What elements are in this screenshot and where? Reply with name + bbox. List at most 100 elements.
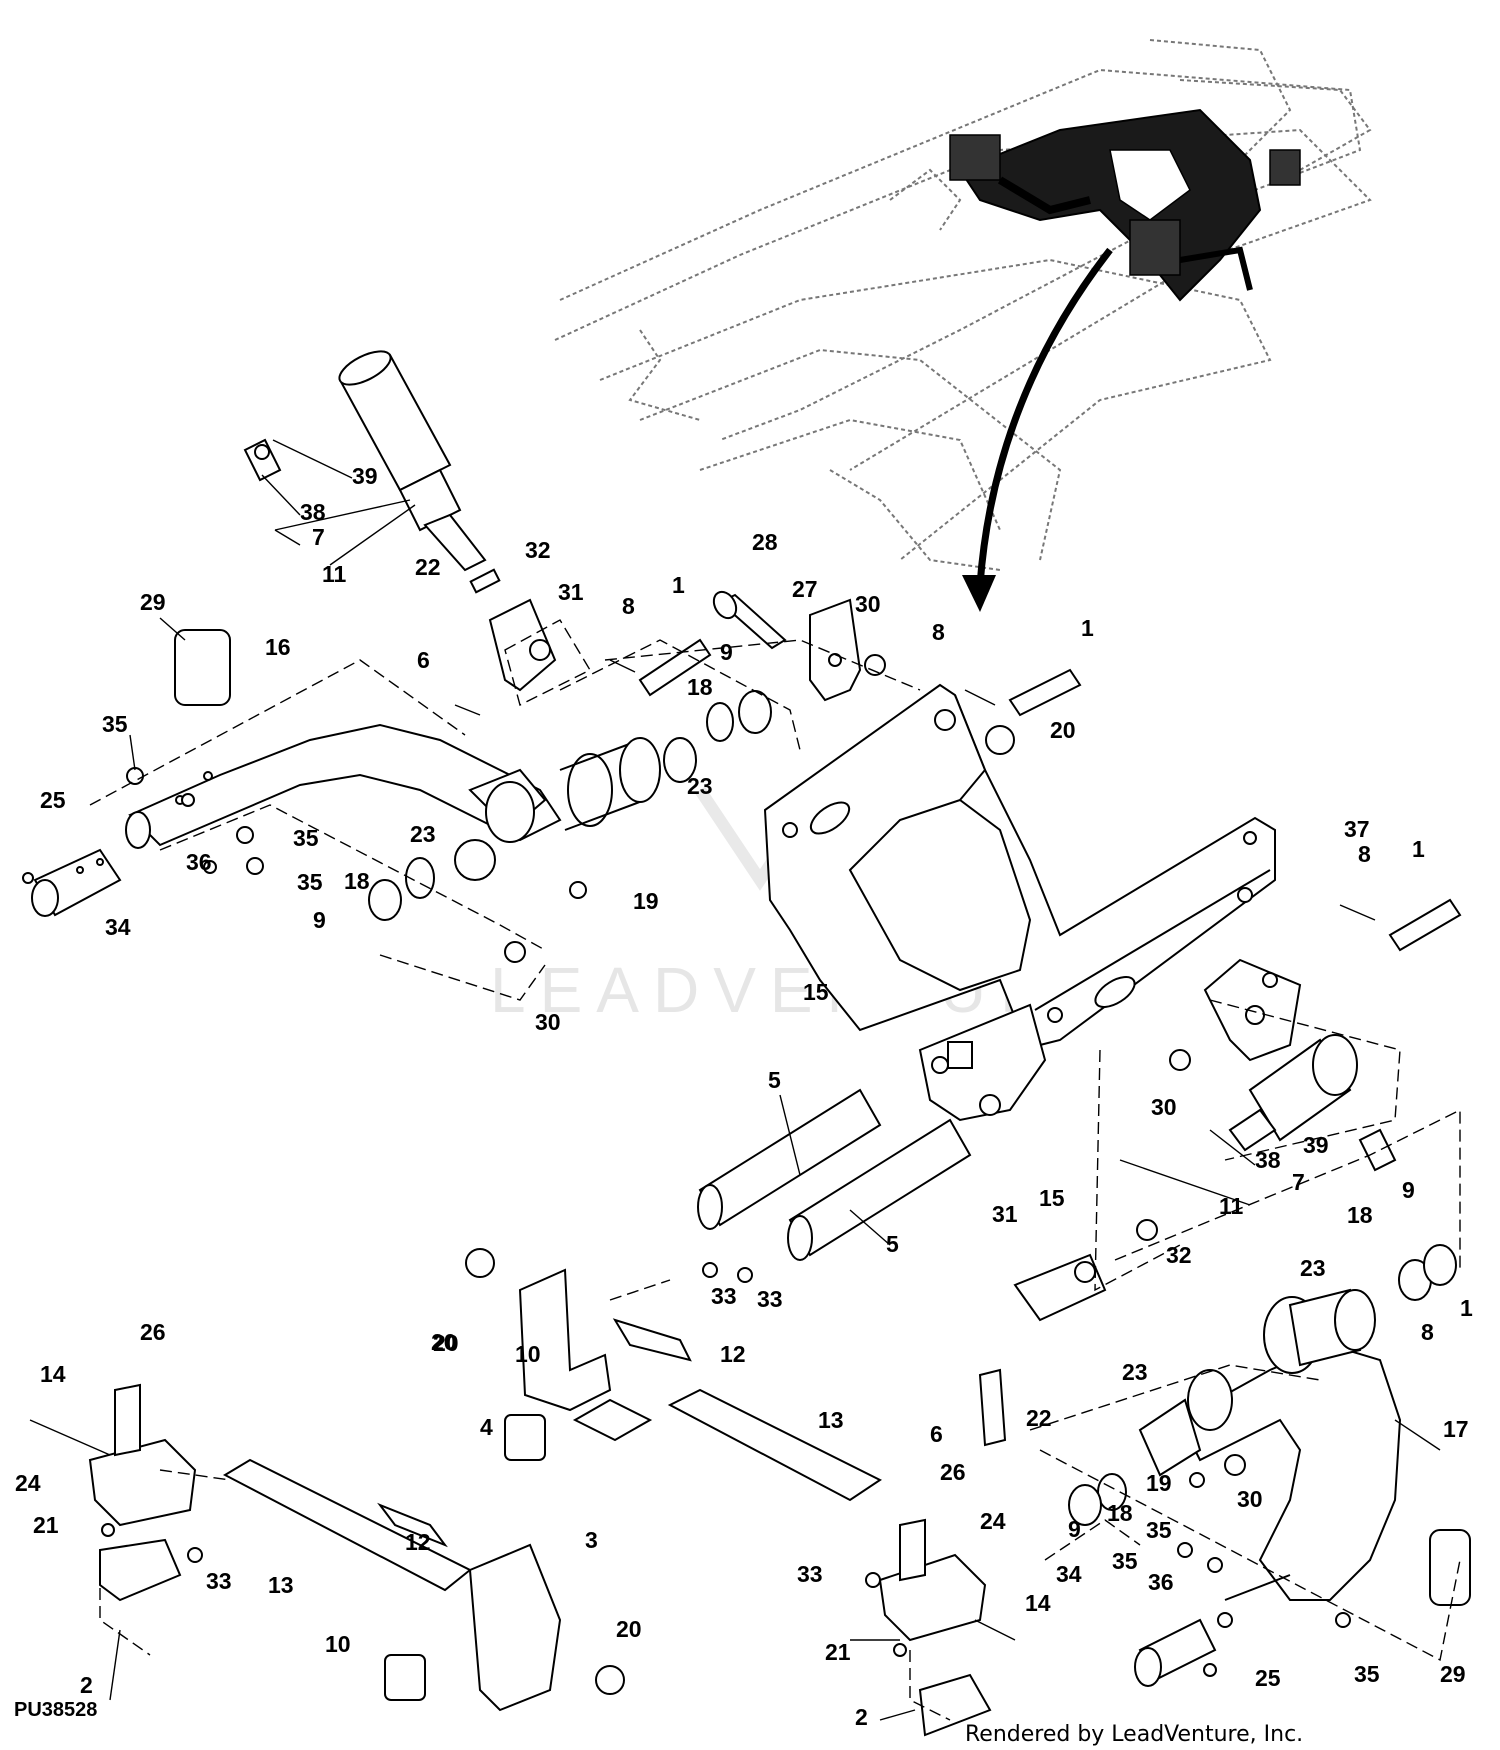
callout-label: 25	[40, 787, 66, 813]
left-pins	[609, 638, 1462, 952]
callout-label: 8	[622, 593, 635, 619]
callout-label: 9	[720, 639, 733, 665]
callout-label: 3	[585, 1527, 598, 1553]
callout-label: 29	[140, 589, 166, 615]
callout-label: 34	[1056, 1561, 1082, 1587]
callout-label: 7	[312, 524, 325, 550]
leader-lines	[109, 439, 1441, 1721]
callout-labels: 1 1 1 1 2 2 3 4 5 5 6 6 7 7 8 8 8 8 9 9 …	[15, 463, 1473, 1730]
frame-overview-inset	[554, 39, 1372, 571]
callout-label: 36	[1148, 1569, 1174, 1595]
callout-label: 36	[186, 849, 212, 875]
callout-label: 8	[1358, 841, 1371, 867]
callout-label: 1	[1412, 836, 1425, 862]
callout-label: 31	[992, 1201, 1018, 1227]
callout-label: 20	[1050, 717, 1076, 743]
callout-label: 35	[1112, 1548, 1138, 1574]
callout-label: 23	[410, 821, 436, 847]
callout-label: 2	[855, 1704, 868, 1730]
callout-label: 23	[1122, 1359, 1148, 1385]
callout-label: 1	[672, 572, 685, 598]
callout-label: 20	[431, 1329, 457, 1355]
drawbar-ends	[29, 1383, 1016, 1737]
callout-label: 14	[40, 1361, 66, 1387]
callout-label: 23	[1300, 1255, 1326, 1281]
left-bolt-28	[712, 590, 787, 650]
callout-label: 8	[1421, 1319, 1434, 1345]
left-lift-cylinder	[243, 350, 487, 572]
callout-label: 20	[433, 1330, 459, 1356]
callout-label: 9	[1402, 1177, 1415, 1203]
callout-label: 22	[1026, 1405, 1052, 1431]
callout-label: 18	[344, 868, 370, 894]
callout-label: 38	[300, 499, 326, 525]
callout-label: 29	[1440, 1661, 1466, 1687]
callout-label: 30	[1237, 1486, 1263, 1512]
callout-label: 18	[1347, 1202, 1373, 1228]
drawbar-tubes	[222, 1388, 882, 1592]
callout-label: 6	[930, 1421, 943, 1447]
callout-label: 4	[480, 1414, 493, 1440]
callout-label: 5	[886, 1231, 899, 1257]
callout-label: 26	[940, 1459, 966, 1485]
callout-label: 2	[80, 1672, 93, 1698]
callout-label: 24	[15, 1470, 41, 1496]
callout-label: 35	[1146, 1517, 1172, 1543]
callout-label: 26	[140, 1319, 166, 1345]
assembly-dashed-lines	[89, 619, 1461, 1721]
left-bracket-27	[809, 598, 862, 702]
callout-label: 38	[1255, 1147, 1281, 1173]
callout-label: 16	[265, 634, 291, 660]
callout-label: 25	[1255, 1665, 1281, 1691]
callout-label: 15	[1039, 1185, 1065, 1211]
callout-label: 13	[268, 1572, 294, 1598]
callout-label: 22	[415, 554, 441, 580]
callout-label: 35	[293, 825, 319, 851]
callout-label: 33	[206, 1568, 232, 1594]
callout-label: 35	[1354, 1661, 1380, 1687]
callout-label: 17	[1443, 1416, 1469, 1442]
callout-label: 27	[792, 576, 818, 602]
callout-label: 39	[1303, 1132, 1329, 1158]
callout-label: 12	[405, 1529, 431, 1555]
callout-label: 19	[633, 888, 659, 914]
left-lift-arm	[125, 723, 661, 849]
callout-label: 32	[1166, 1242, 1192, 1268]
callout-label: 1	[1081, 615, 1094, 641]
right-hardware-loops	[978, 1368, 1471, 1606]
callout-label: 32	[525, 537, 551, 563]
drawbar-brackets	[377, 1248, 692, 1712]
right-lift-cylinder	[1228, 1034, 1397, 1172]
callout-label: 37	[1344, 816, 1370, 842]
callout-label: 20	[616, 1616, 642, 1642]
storage-tubes	[697, 1088, 972, 1283]
right-washers	[1068, 1244, 1457, 1677]
callout-label: 10	[515, 1341, 541, 1367]
right-lift-arm	[1134, 1288, 1402, 1687]
right-clevis-31	[1013, 1219, 1158, 1322]
callout-label: 13	[818, 1407, 844, 1433]
callout-label: 15	[803, 979, 829, 1005]
callout-label: 35	[297, 869, 323, 895]
callout-label: 11	[1219, 1193, 1244, 1219]
callout-label: 35	[102, 711, 128, 737]
callout-label: 19	[1146, 1470, 1172, 1496]
callout-label: 11	[322, 561, 347, 587]
callout-label: 9	[313, 907, 326, 933]
callout-label: 30	[535, 1009, 561, 1035]
left-hardware	[22, 629, 481, 884]
callout-label: 28	[752, 529, 778, 555]
callout-label: 18	[687, 674, 713, 700]
left-pin-tube	[31, 848, 122, 917]
callout-label: 24	[980, 1508, 1006, 1534]
callout-label: 23	[687, 773, 713, 799]
callout-label: 31	[558, 579, 584, 605]
callout-label: 1	[1460, 1295, 1473, 1321]
figure-code: PU38528	[14, 1699, 97, 1721]
callout-label: 33	[711, 1283, 737, 1309]
left-clevis	[469, 568, 557, 692]
callout-label: 7	[1292, 1169, 1305, 1195]
callout-label: 33	[757, 1286, 783, 1312]
callout-label: 39	[352, 463, 378, 489]
